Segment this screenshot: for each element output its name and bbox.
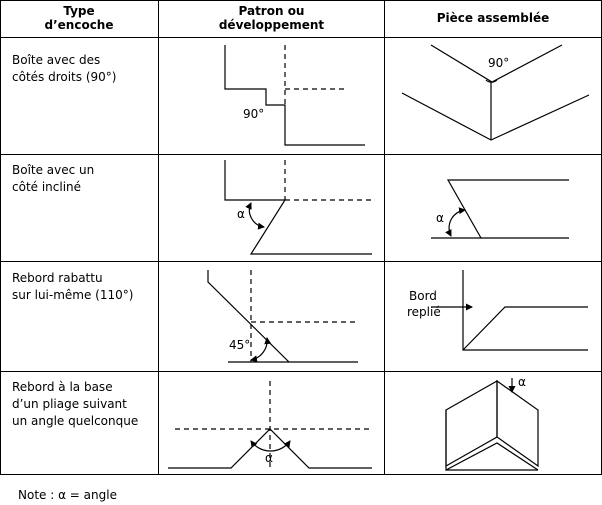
header-divider: [0, 37, 602, 38]
column-divider-1: [158, 0, 159, 475]
row-1-type: Boîte avec des côtés droits (90°): [12, 53, 117, 84]
row-3-assembled-label-1: Bord: [409, 289, 437, 303]
header-pattern: Patron ou développement: [218, 4, 325, 32]
row-2-type: Boîte avec un côté incliné: [12, 163, 95, 194]
pattern-straight-sides: [224, 45, 365, 146]
assembled-folded-flange: [431, 270, 588, 351]
assembled-base-flange: [445, 378, 539, 471]
table-border-top: [0, 0, 602, 1]
row-3-assembled-label-2: replié: [407, 305, 441, 319]
row-3-type: Rebord rabattu sur lui-même (110°): [12, 271, 134, 302]
header-assembled: Pièce assemblée: [436, 11, 550, 25]
drawings-layer: 90° 90° α α: [168, 44, 590, 471]
row-1-assembled-label: 90°: [488, 56, 509, 70]
pattern-inclined-side: [224, 160, 372, 255]
row-4-type: Rebord à la base d’un pliage suivant un …: [12, 380, 139, 428]
row-4-pattern-label: α: [265, 451, 273, 465]
row-1-pattern-label: 90°: [243, 107, 264, 121]
row-2-pattern-label: α: [237, 207, 245, 221]
row-3-pattern-label: 45°: [229, 338, 250, 352]
table-border-left: [0, 0, 1, 475]
pattern-folded-flange: [207, 270, 358, 363]
row-divider-3: [0, 371, 602, 372]
table-border-bottom: [0, 474, 602, 475]
row-divider-2: [0, 261, 602, 262]
notch-table: Type d’encoche Patron ou développement P…: [0, 0, 602, 475]
pattern-base-flange: [168, 381, 372, 469]
row-2-assembled-label: α: [436, 211, 444, 225]
column-divider-2: [384, 0, 385, 475]
assembled-inclined-side: [431, 179, 569, 239]
row-4-assembled-label: α: [518, 375, 526, 389]
footnote: Note : α = angle: [18, 488, 117, 502]
row-divider-1: [0, 154, 602, 155]
header-type: Type d’encoche: [44, 4, 114, 32]
assembled-straight-sides: [401, 44, 590, 141]
